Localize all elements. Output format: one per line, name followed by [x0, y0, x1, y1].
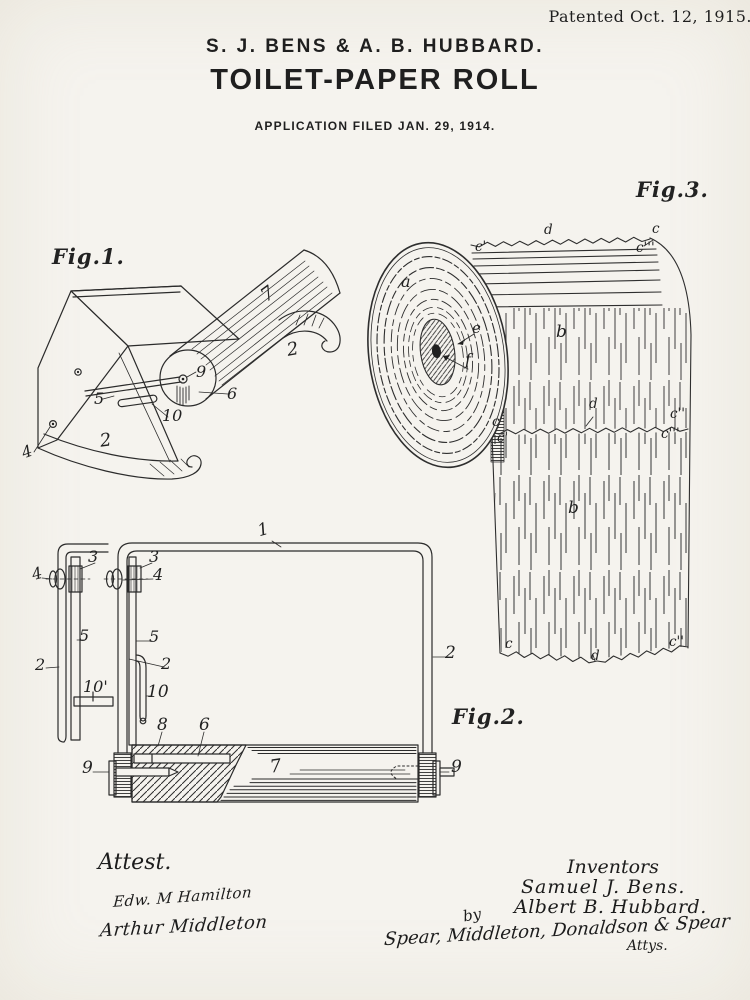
fig2-roller-shading	[220, 747, 417, 801]
fig3-mid-perforation	[490, 426, 689, 435]
fig1-roller-cylinder	[159, 249, 341, 407]
fig2-side-ref-foot: 10'	[83, 677, 108, 696]
fig1-hook-arm	[278, 310, 341, 353]
inventor-signature-2: Albert B. Hubbard.	[514, 896, 707, 918]
fig2-leader-lines	[41, 540, 450, 773]
by-label: by	[461, 904, 483, 926]
fig2-side-ref-frame: 2	[35, 655, 46, 674]
fig2-ref-frame-right: 2	[445, 643, 456, 663]
fig1-ref-lever: 5	[94, 389, 105, 408]
fig2-ref-frame-left: 2	[161, 654, 172, 673]
fig1-ref-front-plate: 2	[98, 429, 113, 452]
fig3-caption: Fig.3.	[636, 177, 709, 202]
attorney-title: Attys.	[627, 938, 668, 954]
fig2-ref-slot: 6	[199, 715, 210, 735]
fig3-ref-web-on-roll: b	[556, 322, 567, 342]
fig3-mid-ref-c-prime: c'	[497, 430, 509, 446]
fig2-ref-hook: 10	[147, 682, 169, 702]
fig3-drawing	[367, 236, 692, 664]
fig1-leader-lines	[33, 371, 229, 453]
fig3-body-top-band	[471, 248, 663, 308]
fig3-top-ref-c-triple: c'''	[636, 240, 655, 256]
fig3-mid-ref-c-double: c''	[670, 406, 685, 422]
fig2-slot-bar	[133, 753, 231, 764]
fig1-lever-arm	[84, 376, 182, 397]
fig2-caption: Fig.2.	[452, 704, 525, 729]
fig3-bottom-ref-c-double: c''	[669, 634, 684, 650]
fig1-front-apron	[37, 345, 202, 480]
fig3-ref-face: a	[401, 272, 411, 291]
fig1-ref-slot: 10	[162, 406, 183, 425]
fig2-front-bar	[128, 556, 137, 746]
fig1-roller-end-cap	[159, 349, 217, 407]
attest-heading: Attest.	[98, 850, 172, 875]
fig2-ref-bar: 5	[149, 627, 160, 646]
fig3-top-perforation	[470, 236, 651, 248]
fig1-ref-pivot-pin: 9	[196, 362, 207, 381]
fig2-pin-left-flange	[108, 760, 117, 796]
fig3-top-ref-d: d	[544, 222, 553, 238]
fig2-ref-roller: 7	[268, 755, 283, 778]
fig2-ref-screw: 4	[153, 565, 164, 584]
fig3-roll-right-edge	[649, 237, 692, 649]
fig2-threaded-sleeve-right	[418, 752, 437, 798]
inventors-heading: Inventors	[567, 856, 659, 878]
fig3-ref-core-hole: f	[465, 350, 471, 369]
fig2-side-ref-plate: 3	[88, 547, 99, 566]
fig2-ref-block: 8	[157, 715, 168, 735]
fig3-hanging-sheet	[493, 432, 687, 659]
fig2-ref-pin-left: 9	[82, 758, 93, 778]
fig1-hub-shading	[176, 385, 190, 406]
fig3-roll-face	[367, 241, 509, 469]
fig2-side-view	[45, 543, 114, 743]
fig2-hook	[135, 654, 147, 725]
fig3-bottom-ref-d: d	[591, 648, 600, 664]
fig3-mid-ref-c-triple: c'''	[661, 426, 680, 442]
inventor-byline: S. J. BENS & A. B. HUBBARD.	[205, 36, 545, 57]
fig3-top-ref-c-prime: c'	[475, 239, 487, 255]
fig2-ref-pin-right: 9	[451, 757, 462, 777]
fig2-side-bar	[70, 556, 81, 741]
fig1-slot	[117, 394, 158, 408]
fig3-bottom-ref-c: c	[505, 636, 513, 652]
fig3-pointer-arrows	[442, 239, 654, 662]
fig1-pivot-pin	[178, 374, 188, 384]
fig2-frame-inner	[126, 550, 424, 754]
fig1-drawing	[33, 249, 341, 480]
inventor-signature-1: Samuel J. Bens.	[521, 876, 686, 898]
fig2-front-view	[41, 540, 455, 803]
fig2-side-ref-bar: 5	[79, 626, 90, 645]
fig3-top-ref-c: c	[652, 221, 660, 237]
fig2-pin-right-dotted	[390, 765, 419, 780]
fig3-ref-core: e	[472, 319, 481, 337]
patent-date: Patented Oct. 12, 1915.	[548, 7, 750, 26]
fig3-mid-ref-d: d	[589, 396, 598, 412]
fig2-pin-left-rod	[115, 767, 170, 777]
fig2-ref-plate: 3	[149, 547, 160, 566]
fig3-ref-web-hanging: b	[568, 498, 579, 518]
patent-title: TOILET-PAPER ROLL	[210, 64, 540, 96]
fig1-ref-hub: 6	[227, 384, 238, 403]
application-line: APPLICATION FILED JAN. 29, 1914.	[254, 119, 496, 133]
fig3-mid-ref-c: c	[492, 414, 500, 430]
fig1-mounting-plate	[37, 290, 129, 449]
fig2-pin-right-flange	[432, 760, 441, 796]
fig2-drawing	[41, 540, 455, 803]
fig3-bottom-tear-left	[499, 651, 598, 664]
fig1-caption: Fig.1.	[52, 244, 125, 269]
fig3-core-hole	[431, 344, 442, 359]
fig3-bottom-tear-right	[596, 645, 689, 663]
